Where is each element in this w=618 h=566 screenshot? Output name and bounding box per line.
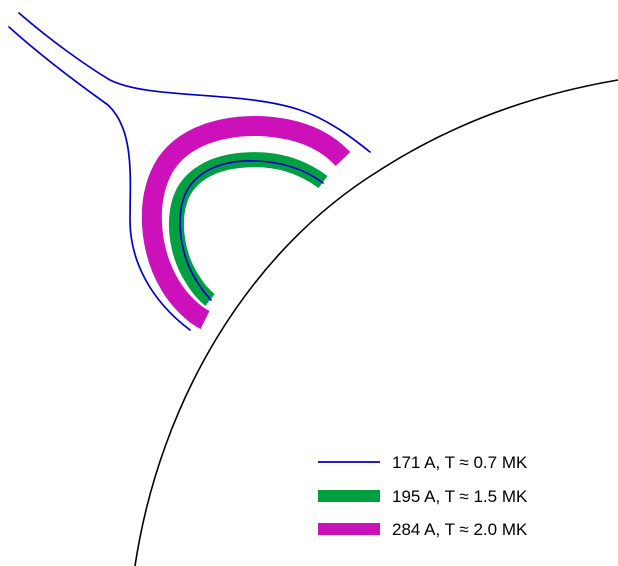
legend-label-195: 195 A, T ≈ 1.5 MK bbox=[392, 487, 528, 506]
loop-284-band bbox=[141, 115, 351, 329]
solar-limb bbox=[134, 79, 618, 566]
legend: 171 A, T ≈ 0.7 MK 195 A, T ≈ 1.5 MK 284 … bbox=[318, 453, 528, 539]
legend-label-284: 284 A, T ≈ 2.0 MK bbox=[392, 520, 528, 539]
legend-label-171: 171 A, T ≈ 0.7 MK bbox=[392, 453, 528, 472]
legend-item-171: 171 A, T ≈ 0.7 MK bbox=[318, 453, 528, 472]
loop-171-outer-upper bbox=[18, 12, 371, 153]
loop-171-outer-lower bbox=[8, 26, 191, 331]
loop-195-band bbox=[168, 152, 328, 306]
legend-item-284: 284 A, T ≈ 2.0 MK bbox=[318, 520, 528, 539]
legend-item-195: 195 A, T ≈ 1.5 MK bbox=[318, 487, 528, 506]
loop-171-inner bbox=[179, 160, 324, 301]
